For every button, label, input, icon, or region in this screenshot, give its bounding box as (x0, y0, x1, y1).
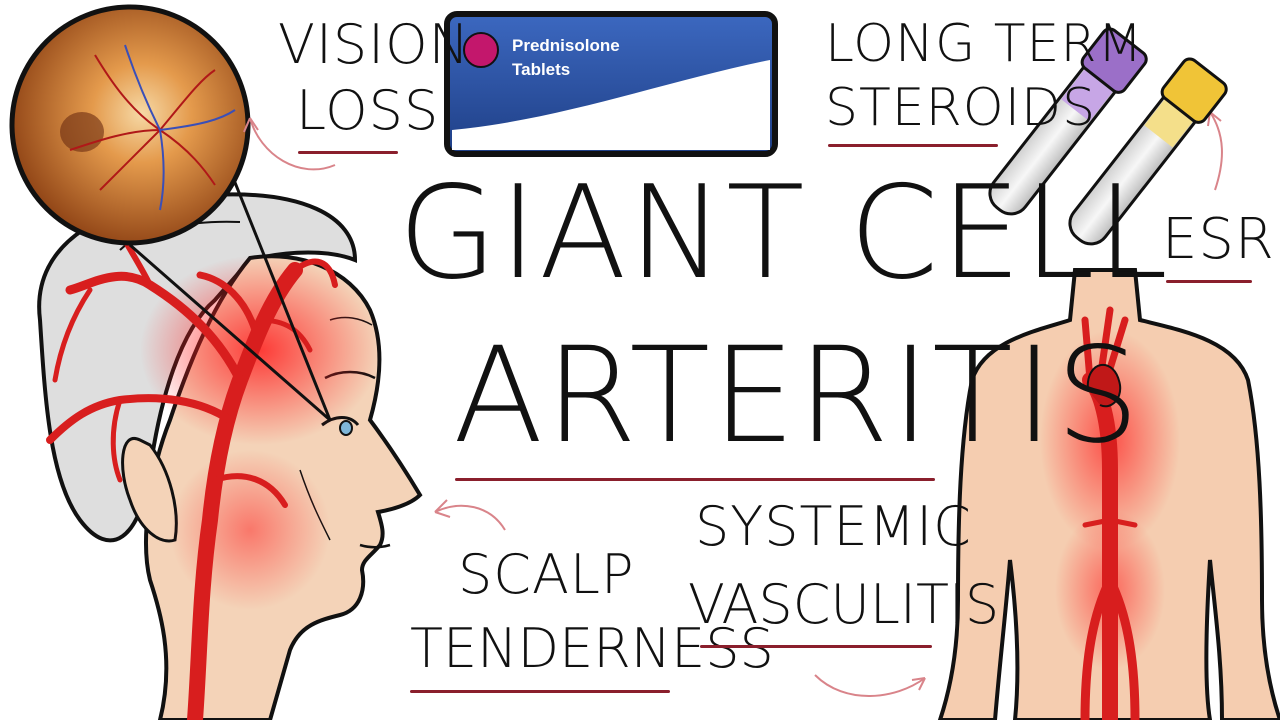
systemic-underline (700, 645, 932, 648)
retina-image (9, 4, 332, 422)
scalp-line-1: SCALP (458, 543, 635, 606)
esr-arrow (1207, 111, 1223, 191)
medication-name: Prednisolone (512, 36, 620, 55)
vision-loss-line-1: VISION (278, 13, 470, 76)
title-underline (455, 478, 935, 481)
title-line-1: GIANT CELL (398, 159, 1170, 308)
vision-loss-underline (298, 151, 398, 154)
title-line-2: ARTERITIS (453, 319, 1142, 473)
scalp-underline (410, 690, 670, 693)
scalp-arrow (434, 499, 506, 531)
steroids-line-2: STEROIDS (825, 78, 1097, 138)
long-term-line-1: LONG TERM (825, 14, 1144, 74)
prednisolone-box (444, 11, 778, 157)
esr-underline (1166, 280, 1252, 283)
vision-arrow (243, 117, 336, 171)
esr-label: ESR (1162, 207, 1275, 272)
tenderness-line-2: TENDERNESS (410, 617, 774, 680)
medication-form: Tablets (512, 60, 571, 79)
head-illustration (37, 192, 423, 720)
systemic-arrow (814, 674, 926, 697)
vasculitis-line-2: VASCULITIS (688, 573, 1000, 636)
torso-illustration (937, 268, 1280, 720)
blood-tubes (988, 27, 1228, 246)
steroids-underline (828, 144, 998, 147)
systemic-line-1: SYSTEMIC (695, 495, 972, 558)
vision-loss-line-2: LOSS (296, 79, 440, 142)
